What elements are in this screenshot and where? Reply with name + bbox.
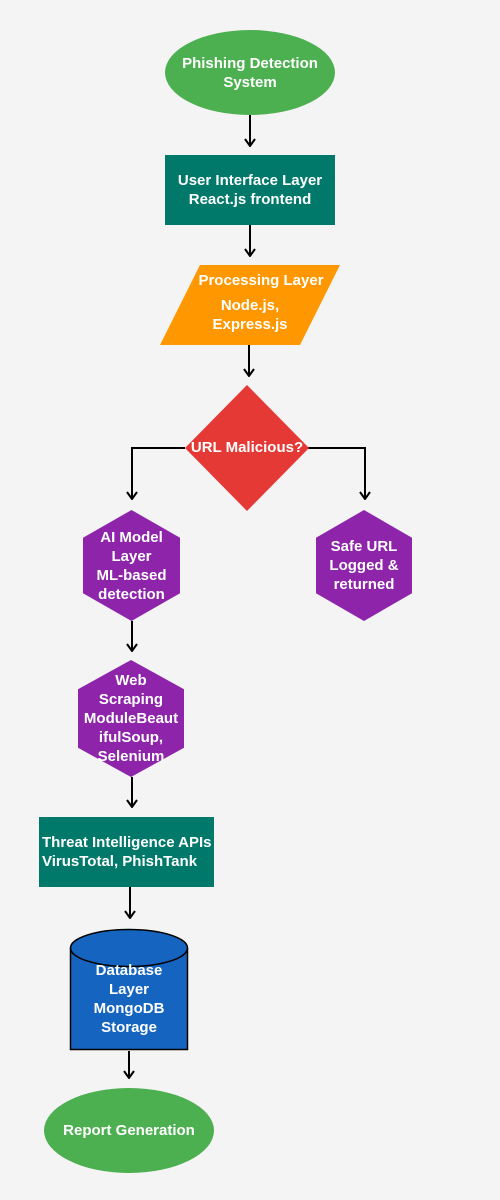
threat-apis-box: [39, 817, 214, 887]
database-label: Database Layer MongoDB Storage: [69, 928, 189, 1051]
ai-model-line-3: ML-based: [96, 566, 167, 584]
processing-layer-title: Processing Layer: [198, 272, 324, 289]
processing-layer-parallelogram: [160, 265, 340, 345]
threat-apis-node: Threat Intelligence APIs VirusTotal, Phi…: [39, 817, 214, 887]
start-node: Phishing Detection System: [165, 30, 335, 115]
processing-layer-node: Processing Layer Node.js, Express.js: [160, 265, 340, 345]
safe-url-label: Safe URL Logged & returned: [316, 510, 412, 621]
report-line-1: Report Generation: [63, 1122, 195, 1139]
web-scraping-line-2: Scraping: [98, 691, 164, 708]
ai-model-line-1: AI Model: [100, 528, 163, 546]
start-ellipse: [165, 30, 335, 115]
threat-apis-line-1: Threat Intelligence APIs: [42, 834, 212, 851]
database-node: Database Layer MongoDB Storage: [69, 928, 189, 1051]
ui-layer-label: User Interface Layer React.js frontend: [165, 155, 335, 225]
report-node: Report Generation: [44, 1088, 214, 1173]
edge-decision-to-ai-model: [132, 447, 185, 499]
ui-layer-node: User Interface Layer React.js frontend: [165, 155, 335, 225]
web-scraping-line-1: Web: [115, 672, 147, 689]
url-check-node: URL Malicious?: [185, 385, 309, 511]
ui-layer-box: [165, 155, 335, 225]
web-scraping-label: Web Scraping ModuleBeaut ifulSoup, Selen…: [78, 660, 184, 777]
ai-model-line-2: Layer: [111, 547, 152, 565]
processing-layer-label: Processing Layer Node.js, Express.js: [160, 265, 340, 345]
processing-layer-line-2: Express.js: [212, 316, 288, 333]
url-check-diamond: [185, 385, 309, 511]
ai-model-label: AI Model Layer ML-based detection: [83, 510, 180, 621]
report-ellipse: [44, 1088, 214, 1173]
ui-layer-line-2: React.js frontend: [188, 191, 312, 208]
ui-layer-line-1: User Interface Layer: [177, 172, 323, 189]
edge-decision-to-safe-url: [308, 447, 365, 499]
ai-model-line-4: detection: [98, 585, 165, 603]
web-scraping-line-5: Selenium: [97, 748, 165, 765]
database-line-1: Database: [95, 961, 163, 979]
start-label-line-2: System: [223, 73, 277, 91]
threat-apis-line-2: VirusTotal, PhishTank: [42, 853, 198, 870]
start-label-line-1: Phishing Detection: [182, 54, 318, 72]
database-cylinder: [69, 928, 189, 1051]
web-scraping-line-4: ifulSoup,: [98, 729, 164, 746]
start-label: Phishing Detection System: [165, 30, 335, 115]
threat-apis-label: Threat Intelligence APIs VirusTotal, Phi…: [39, 817, 214, 887]
url-check-label: URL Malicious?: [185, 385, 309, 511]
web-scraping-hexagon: [78, 660, 184, 777]
database-line-2: Layer: [108, 980, 150, 998]
processing-layer-line-1: Node.js,: [220, 297, 280, 314]
database-line-3: MongoDB: [93, 999, 165, 1017]
web-scraping-line-3: ModuleBeaut: [83, 710, 179, 727]
safe-url-node: Safe URL Logged & returned: [316, 510, 412, 621]
web-scraping-node: Web Scraping ModuleBeaut ifulSoup, Selen…: [78, 660, 184, 777]
safe-url-line-1: Safe URL: [330, 538, 398, 555]
report-label: Report Generation: [44, 1088, 214, 1173]
database-line-4: Storage: [101, 1018, 157, 1036]
ai-model-hexagon: [83, 510, 180, 621]
safe-url-line-3: returned: [333, 576, 395, 593]
ai-model-node: AI Model Layer ML-based detection: [83, 510, 180, 621]
safe-url-line-2: Logged &: [329, 557, 399, 574]
safe-url-hexagon: [316, 510, 412, 621]
url-check-line-1: URL Malicious?: [190, 438, 304, 456]
